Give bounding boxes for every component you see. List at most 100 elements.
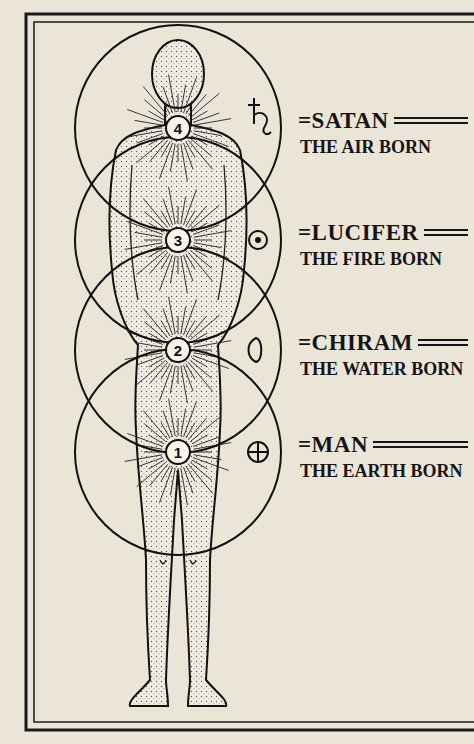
ray-line [194, 231, 231, 238]
ray-line [186, 211, 195, 227]
ray-line [161, 423, 170, 439]
ray-line [181, 366, 188, 403]
ray-line [169, 187, 176, 224]
ray-line [188, 418, 206, 439]
ray-line [188, 362, 212, 391]
ray-line [150, 362, 168, 383]
ray-line [149, 358, 165, 367]
entity-name: =MAN [298, 433, 368, 456]
double-rule [373, 441, 468, 448]
entity-name: =SATAN [298, 109, 389, 132]
entity-name: =CHIRAM [298, 331, 413, 354]
entity-name: =LUCIFER [298, 221, 419, 244]
ray-line [178, 468, 179, 486]
ray-line [150, 252, 168, 273]
callout-number: 2 [174, 343, 182, 358]
callout-number: 3 [174, 233, 182, 248]
element-label: THE AIR BORN [300, 138, 431, 156]
ray-line [190, 205, 219, 229]
ray-line [190, 462, 211, 480]
ray-line [125, 353, 162, 360]
ray-line [137, 138, 166, 162]
ray-line [190, 250, 211, 268]
numbered-circle: 1 [165, 439, 191, 465]
ray-line [125, 131, 162, 138]
ray-line [161, 321, 170, 337]
double-rule [424, 229, 468, 236]
ray-line [186, 142, 195, 158]
ray-line [169, 399, 176, 436]
ray-line [178, 418, 179, 436]
ray-line [186, 254, 195, 270]
ray-line [125, 455, 162, 462]
ray-line [188, 316, 206, 337]
ray-line [178, 256, 179, 274]
ray-line [161, 466, 170, 482]
ray-line [143, 87, 167, 116]
ray-line [194, 119, 231, 126]
element-label: THE WATER BORN [300, 360, 463, 378]
ray-line [161, 364, 170, 380]
ray-line [144, 128, 162, 129]
ray-line [137, 462, 166, 486]
element-label: THE FIRE BORN [300, 250, 442, 268]
ray-line [144, 424, 165, 442]
ray-line [192, 111, 208, 120]
ray-line [186, 321, 195, 337]
numbered-circle: 3 [165, 227, 191, 253]
ray-line [150, 464, 168, 485]
ray-line [149, 460, 165, 469]
ray-line [161, 254, 170, 270]
ray-line [149, 435, 165, 444]
ray-line [190, 417, 219, 441]
ray-line [194, 240, 212, 241]
ray-line [144, 322, 165, 340]
ray-line [143, 199, 167, 228]
ray-line [169, 297, 176, 334]
ray-line [178, 94, 179, 112]
ray-line [181, 256, 188, 293]
radiating-lines [125, 75, 231, 505]
ray-line [169, 75, 176, 112]
earth-cross [248, 442, 268, 462]
ray-line [188, 464, 212, 493]
ray-line [192, 435, 208, 444]
ray-line [188, 206, 206, 227]
ray-line [161, 99, 170, 115]
numbered-circle: 2 [165, 337, 191, 363]
numbered-circle: 4 [165, 115, 191, 141]
outer-frame [26, 14, 474, 730]
ray-line [181, 468, 188, 505]
moon-symbol [249, 338, 262, 362]
sun-symbol [249, 231, 267, 249]
double-rule [418, 339, 468, 346]
sun-dot [256, 238, 260, 242]
ray-line [194, 128, 212, 129]
double-rule [394, 117, 468, 124]
ray-line [181, 144, 188, 181]
ray-line [137, 360, 166, 384]
element-label: THE EARTH BORN [300, 462, 462, 480]
ray-line [192, 460, 208, 469]
ray-line [188, 94, 206, 115]
ray-line [161, 211, 170, 227]
ray-line [150, 140, 168, 161]
ray-line [149, 111, 165, 120]
earth-symbol [248, 442, 268, 462]
ray-line [186, 466, 195, 482]
ray-line [188, 252, 212, 281]
ray-line [178, 316, 179, 334]
saturn-symbol [248, 98, 271, 134]
ray-line [144, 240, 162, 241]
ray-line [186, 364, 195, 380]
ray-line [144, 100, 165, 118]
ray-line [178, 206, 179, 224]
ray-line [190, 93, 219, 117]
ray-line [190, 360, 211, 378]
planet-symbols [248, 98, 271, 462]
ray-line [143, 309, 167, 338]
ray-line [161, 142, 170, 158]
ray-line [194, 443, 231, 450]
ray-line [192, 358, 208, 367]
human-figure [109, 105, 246, 706]
